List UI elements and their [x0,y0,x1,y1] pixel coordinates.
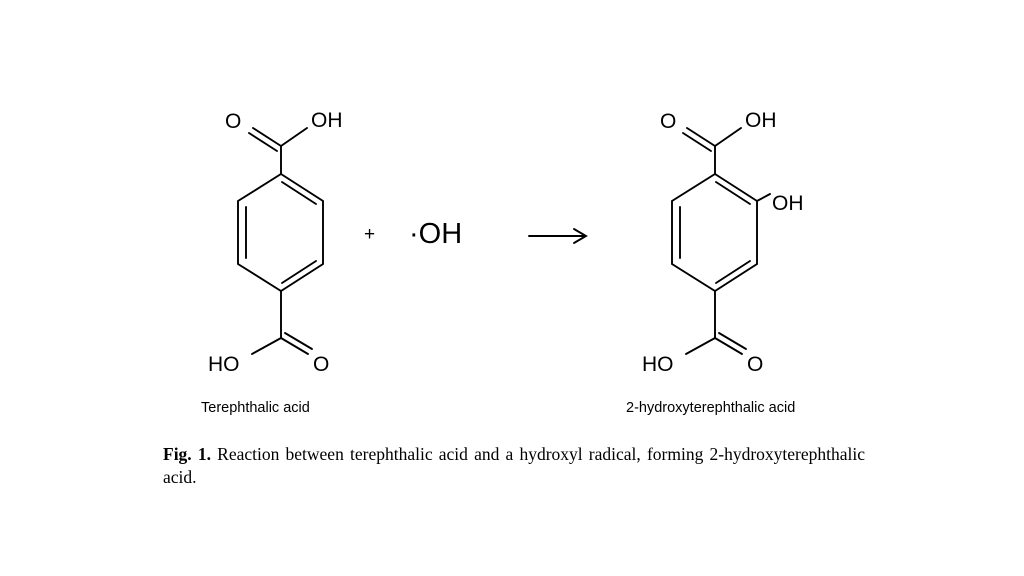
bond-c-ho-bottom [251,337,282,355]
bond-ring-oh [756,193,771,202]
bond-c-oh-top [714,127,742,147]
hydroxyl-radical: ·OH [409,218,463,250]
figure-caption-text: Reaction between terephthalic acid and a… [163,444,866,487]
atom-bottom-ho: HO [642,353,674,376]
benzene-ring [237,172,324,293]
bond-c-o-top-1 [252,127,282,147]
arrow-head [573,228,588,244]
atom-bottom-o: O [747,353,763,376]
bond-c-o-bottom-2 [284,332,313,350]
bond-c-o-bottom-1 [280,337,309,355]
reactant-structure: O OH HO O [208,109,343,376]
product-structure: O OH OH HO O [642,109,804,376]
atom-top-o: O [225,110,241,133]
atom-ring-oh: OH [772,192,804,215]
figure-caption: Fig. 1. Reaction between terephthalic ac… [163,443,865,489]
reaction-arrow [528,228,588,244]
benzene-ring [671,172,758,293]
bond-c-oh-top [280,127,308,147]
ring-double-bond-top-right [715,181,751,205]
bond-c-o-top-2 [248,132,278,152]
ring-double-bond-top-right [281,181,317,205]
bond-c-o-bottom-1 [714,337,743,355]
bond-c-ho-bottom [685,337,716,355]
plus-operator: + [364,224,376,245]
reactant-name: Terephthalic acid [201,400,310,416]
ring-double-bond-bottom-right [715,260,751,284]
atom-top-oh: OH [745,109,777,132]
atom-bottom-ho: HO [208,353,240,376]
atom-top-o: O [660,110,676,133]
bond-c-o-top-2 [682,132,712,152]
bond-c-o-bottom-2 [718,332,747,350]
atom-top-oh: OH [311,109,343,132]
figure-label: Fig. 1. [163,444,211,464]
ring-double-bond-bottom-right [281,260,317,284]
bond-c-o-top-1 [686,127,716,147]
product-name: 2-hydroxyterephthalic acid [626,400,796,416]
atom-bottom-o: O [313,353,329,376]
